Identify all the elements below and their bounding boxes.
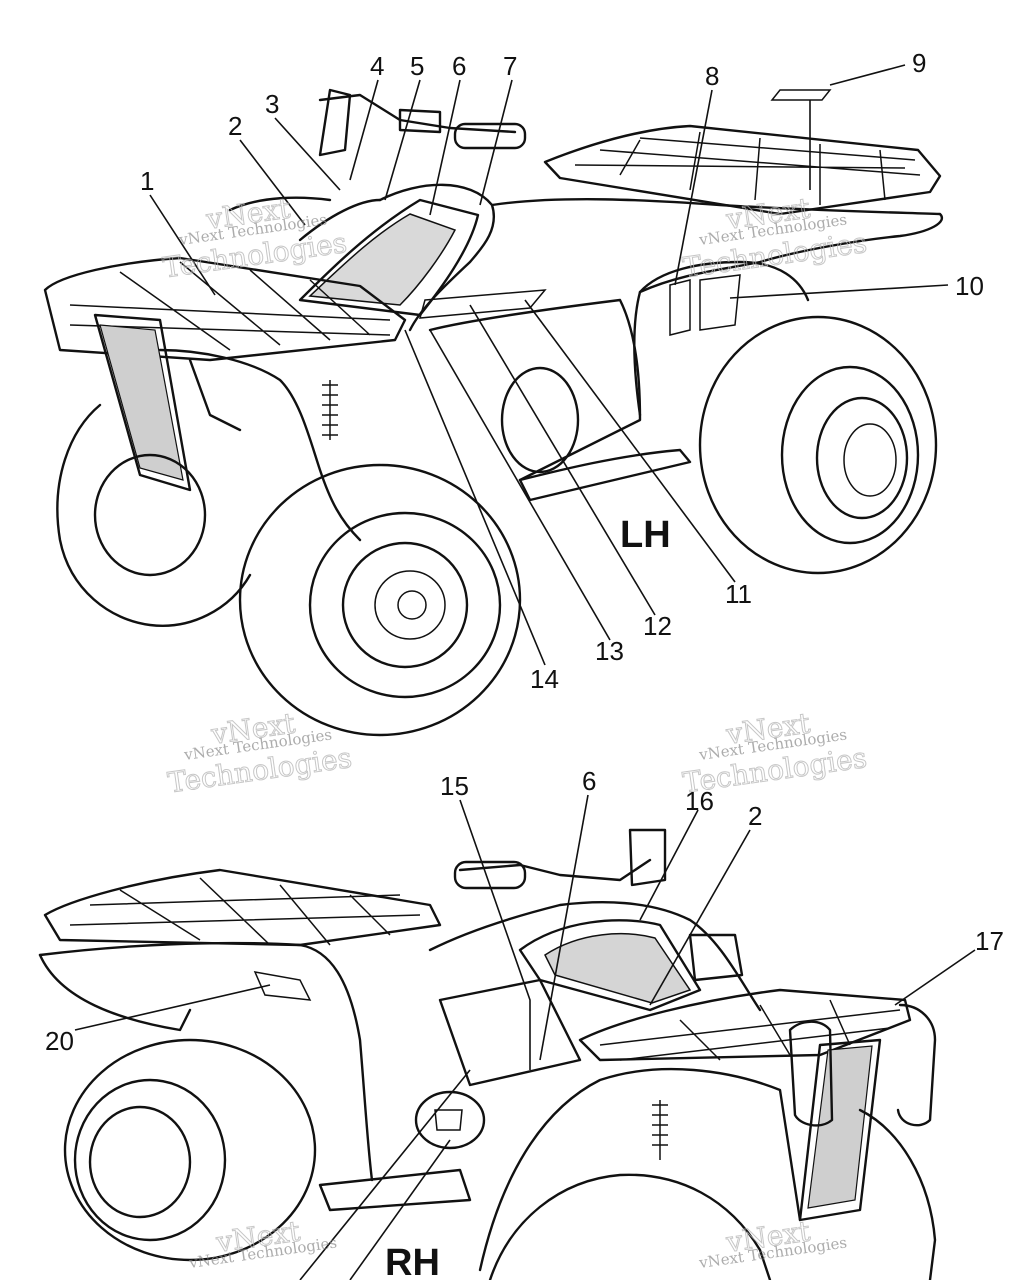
callout-6: 6 bbox=[452, 51, 466, 81]
callouts-rh: 15 6 16 2 17 20 bbox=[45, 766, 1004, 1056]
callout-1: 1 bbox=[140, 166, 154, 196]
callout-14: 14 bbox=[530, 664, 559, 694]
watermark-2: vNext vNext Technologies Technologies bbox=[680, 191, 869, 285]
callout-12: 12 bbox=[643, 611, 672, 641]
callout-8: 8 bbox=[705, 61, 719, 91]
callout-3: 3 bbox=[265, 89, 279, 119]
callout-2-rh: 2 bbox=[748, 801, 762, 831]
rh-atv-drawing bbox=[38, 828, 937, 1282]
callouts-lh: 1 2 3 4 5 6 7 8 9 10 11 12 13 14 bbox=[140, 48, 984, 694]
watermarks: vNext vNext Technologies Technologies vN… bbox=[160, 191, 869, 1272]
callout-11: 11 bbox=[725, 579, 752, 609]
callout-10: 10 bbox=[955, 271, 984, 301]
view-label-rh: RH bbox=[385, 1242, 440, 1280]
callout-16: 16 bbox=[685, 786, 714, 816]
callout-4: 4 bbox=[370, 51, 384, 81]
callout-9: 9 bbox=[912, 48, 926, 78]
watermark-6: vNext vNext Technologies bbox=[697, 1214, 848, 1272]
callout-6-rh: 6 bbox=[582, 766, 596, 796]
leader-lines bbox=[74, 64, 976, 1281]
callout-2: 2 bbox=[228, 111, 242, 141]
callout-5: 5 bbox=[410, 51, 424, 81]
callout-17: 17 bbox=[975, 926, 1004, 956]
watermark-4: vNext vNext Technologies Technologies bbox=[680, 706, 869, 800]
callout-15: 15 bbox=[440, 771, 469, 801]
view-label-lh: LH bbox=[620, 514, 671, 556]
callout-7: 7 bbox=[503, 51, 517, 81]
lh-atv-drawing bbox=[43, 88, 944, 737]
callout-20: 20 bbox=[45, 1026, 74, 1056]
callout-13: 13 bbox=[595, 636, 624, 666]
watermark-3: vNext vNext Technologies Technologies bbox=[165, 706, 354, 800]
